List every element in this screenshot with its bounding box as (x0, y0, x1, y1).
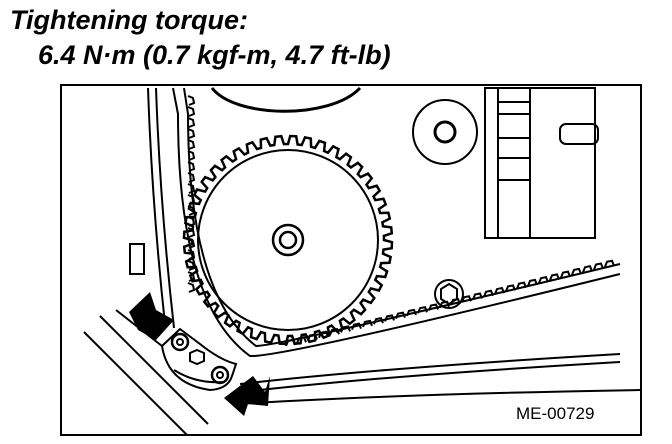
belt-tooth (187, 216, 196, 227)
belt-tooth (483, 289, 494, 298)
belt-tooth (318, 330, 329, 339)
belt-tooth (187, 271, 196, 282)
belt-tooth (187, 282, 196, 293)
belt-tensioner-diagram: ME-00729 (60, 84, 642, 436)
belt-tooth (549, 273, 560, 281)
belt-tooth (362, 319, 373, 328)
belt-tooth (187, 238, 196, 249)
belt-tooth (406, 308, 417, 317)
belt-tooth (494, 286, 505, 295)
belt-tooth (187, 139, 196, 150)
belt-tooth (527, 278, 538, 287)
timing-belt (172, 87, 621, 358)
belt-tooth (187, 183, 196, 194)
belt-tooth (187, 161, 196, 172)
belt-tooth (604, 259, 615, 268)
belt-tooth (384, 314, 395, 322)
arrow-lower-right (224, 376, 270, 416)
figure-code: ME-00729 (516, 404, 594, 423)
belt-tooth (340, 325, 351, 333)
belt-tooth (187, 205, 196, 216)
belt-tooth (560, 270, 571, 279)
belt-tooth (187, 172, 196, 183)
belt-lower-run-2 (241, 361, 621, 393)
belt-tooth (187, 227, 196, 238)
belt-tooth (187, 117, 196, 128)
belt-tooth (461, 295, 472, 303)
housing-arc (210, 86, 362, 113)
figure-border (60, 84, 642, 436)
belt-tooth (187, 150, 196, 161)
belt-tooth (571, 267, 582, 276)
belt-tooth (582, 265, 593, 273)
belt-tooth (187, 260, 196, 271)
belt-tooth (307, 333, 318, 341)
idler-pulley (412, 99, 478, 165)
belt-tooth (450, 297, 461, 306)
belt-tooth (417, 306, 428, 314)
belt-tooth (329, 327, 340, 336)
belt-tooth (187, 95, 196, 106)
belt-tooth (593, 262, 604, 270)
belt-tooth (505, 284, 516, 292)
belt-tensioner (160, 327, 238, 392)
cam-sprocket (182, 134, 394, 346)
arrow-upper-left (129, 292, 174, 340)
belt-tooth (187, 194, 196, 205)
belt-lower-run (239, 353, 621, 385)
belt-tooth (351, 322, 362, 330)
belt-tooth (187, 106, 196, 117)
belt-tooth (428, 303, 439, 311)
belt-tooth (538, 275, 549, 284)
belt-tooth (373, 316, 384, 325)
belt-tooth (296, 336, 307, 344)
belt-tooth (439, 300, 450, 309)
belt-tooth (187, 128, 196, 139)
left-rail (129, 87, 175, 329)
belt-tooth (395, 311, 406, 320)
belt-tooth (187, 249, 196, 260)
cover-edge (234, 389, 640, 405)
belt-tooth (516, 281, 527, 289)
page-title: Tightening torque: (10, 5, 248, 35)
housing-right (484, 87, 599, 239)
belt-tooth (285, 338, 296, 347)
torque-specification: 6.4 N·m (0.7 kgf-m, 4.7 ft-lb) (38, 40, 391, 70)
belt-tooth (472, 292, 483, 300)
